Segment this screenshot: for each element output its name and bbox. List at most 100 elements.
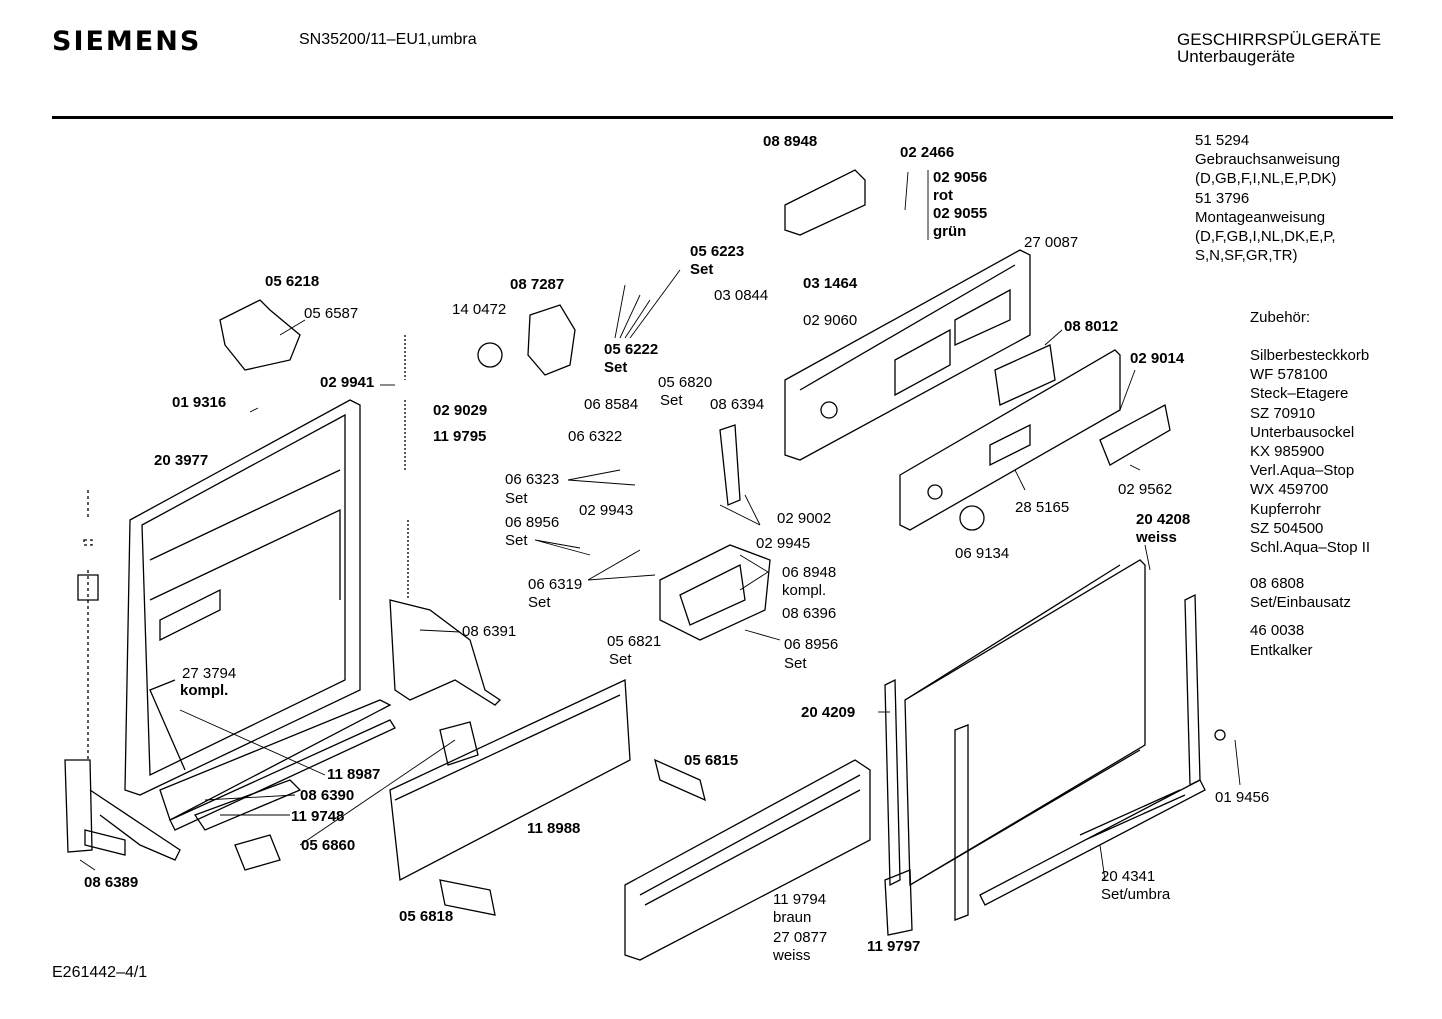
part-label: weiss: [1136, 529, 1177, 546]
accessory-item: Kupferrohr: [1250, 500, 1321, 518]
part-label: 11 9795: [433, 428, 487, 445]
knob-069134: [959, 505, 985, 531]
part-label: 06 8584: [584, 396, 639, 413]
part-label: 02 9029: [433, 402, 488, 419]
part-label: 11 8988: [527, 820, 581, 837]
part-label: grün: [933, 223, 967, 240]
plinth-strip: [389, 679, 631, 882]
part-label: 02 9014: [1130, 350, 1185, 367]
screw-019456: [1214, 729, 1226, 741]
part-label: 20 4341: [1101, 868, 1156, 885]
part-label: 02 9002: [777, 510, 832, 527]
mounting-bracket: [389, 599, 502, 706]
part-label: 05 6222: [604, 341, 659, 358]
part-label: 02 9943: [579, 502, 634, 519]
header-rule: [52, 116, 1393, 119]
part-label: 02 9945: [756, 535, 811, 552]
accessory-item: Steck–Etagere: [1250, 385, 1349, 403]
part-label: 02 2466: [900, 144, 955, 161]
part-label: 11 9797: [867, 938, 921, 955]
part-label: 27 0087: [1024, 234, 1079, 251]
inner-door-panel: [124, 399, 361, 796]
part-label: 05 6860: [301, 837, 356, 854]
part-label: weiss: [773, 947, 811, 964]
accessories-extra: 08 6808 Set/Einbausatz 46 0038 Entkalker: [1250, 574, 1351, 660]
timer-knob-140472: [477, 342, 503, 368]
inner-control-panel: [899, 349, 1121, 531]
accessory-item: WF 578100: [1250, 366, 1328, 384]
part-label: Set: [505, 490, 528, 507]
part-label: 11 9794: [773, 891, 827, 908]
part-label: Set: [660, 392, 683, 409]
control-panel-cover: [784, 249, 1031, 461]
part-label: 02 9055: [933, 205, 988, 222]
category-title: GESCHIRRSPÜLGERÄTE: [1177, 30, 1382, 49]
hinge-assembly: [64, 490, 181, 861]
front-panel: [904, 564, 1141, 886]
part-label: kompl.: [782, 582, 827, 599]
part-label: 03 1464: [803, 275, 858, 292]
part-label: 01 9456: [1215, 789, 1270, 806]
accessory-extra-item: 08 6808: [1250, 575, 1305, 592]
part-label: 05 6820: [658, 374, 713, 391]
hinge-plate-056218: [219, 299, 301, 371]
part-label: 08 7287: [510, 276, 565, 293]
accessory-extra-item: Entkalker: [1250, 641, 1313, 659]
lower-plinth: [159, 699, 396, 831]
part-label: Set: [604, 359, 628, 376]
model-number: SN35200/11–EU1,umbra: [299, 31, 477, 48]
foam-block: [439, 721, 479, 766]
part-label: 06 6323: [505, 471, 560, 488]
accessory-item: Verl.Aqua–Stop: [1250, 462, 1355, 480]
part-label: 05 6223: [690, 243, 745, 260]
part-label: 08 6391: [462, 623, 517, 640]
accessories-title: Zubehör:: [1250, 309, 1311, 326]
part-label: 01 9316: [172, 394, 227, 411]
accessory-extra-item: Set/Einbausatz: [1250, 594, 1351, 612]
accessory-item: SZ 70910: [1250, 404, 1316, 422]
part-label: 05 6587: [304, 305, 359, 322]
part-label: 06 6319: [528, 576, 583, 593]
part-label: 05 6818: [399, 908, 454, 925]
part-label: 11 9748: [291, 808, 345, 825]
part-label: 11 8987: [327, 766, 381, 783]
part-label: 06 8956: [505, 514, 560, 531]
accessory-item: Silberbesteckkorb: [1250, 347, 1370, 364]
part-label: 02 9060: [803, 312, 858, 329]
part-label: 02 9941: [320, 374, 375, 391]
part-label: 28 5165: [1015, 499, 1070, 516]
leader-lines: [79, 170, 1241, 881]
door-trim-left: [884, 678, 913, 936]
spring-rod: [404, 335, 409, 600]
part-label: 08 8012: [1064, 318, 1119, 335]
part-label: 20 4209: [801, 704, 856, 721]
door-frame-bottom: [979, 779, 1206, 906]
button-set-029014: [1099, 404, 1171, 466]
doc-line: 51 3796: [1195, 189, 1250, 207]
switch-block-088948: [784, 169, 866, 236]
part-label: 02 9056: [933, 169, 988, 186]
part-label: 08 8948: [763, 133, 818, 150]
accessory-extra-item: 46 0038: [1250, 622, 1305, 640]
door-frame-right: [954, 593, 1201, 921]
part-label: 08 6394: [710, 396, 765, 413]
foam-block-056860: [234, 834, 281, 871]
part-label: Set: [690, 261, 714, 278]
part-label: 06 6322: [568, 428, 623, 445]
accessory-item: WX 459700: [1250, 481, 1329, 499]
clip-056818: [439, 879, 496, 916]
part-label: Set: [784, 655, 807, 672]
part-label: Set: [505, 532, 528, 549]
part-label: 06 8948: [782, 564, 837, 581]
bracket-086394: [719, 424, 741, 506]
doc-line: Gebrauchsanweisung: [1195, 151, 1341, 169]
part-label: 03 0844: [714, 287, 769, 304]
part-label: 27 0877: [773, 929, 828, 946]
part-label: 05 6821: [607, 633, 662, 650]
motor-087287: [527, 304, 576, 376]
doc-line: S,N,SF,GR,TR): [1195, 247, 1298, 265]
part-label: 20 3977: [154, 452, 209, 469]
part-label: braun: [773, 909, 812, 926]
doc-line: 51 5294: [1195, 132, 1250, 149]
